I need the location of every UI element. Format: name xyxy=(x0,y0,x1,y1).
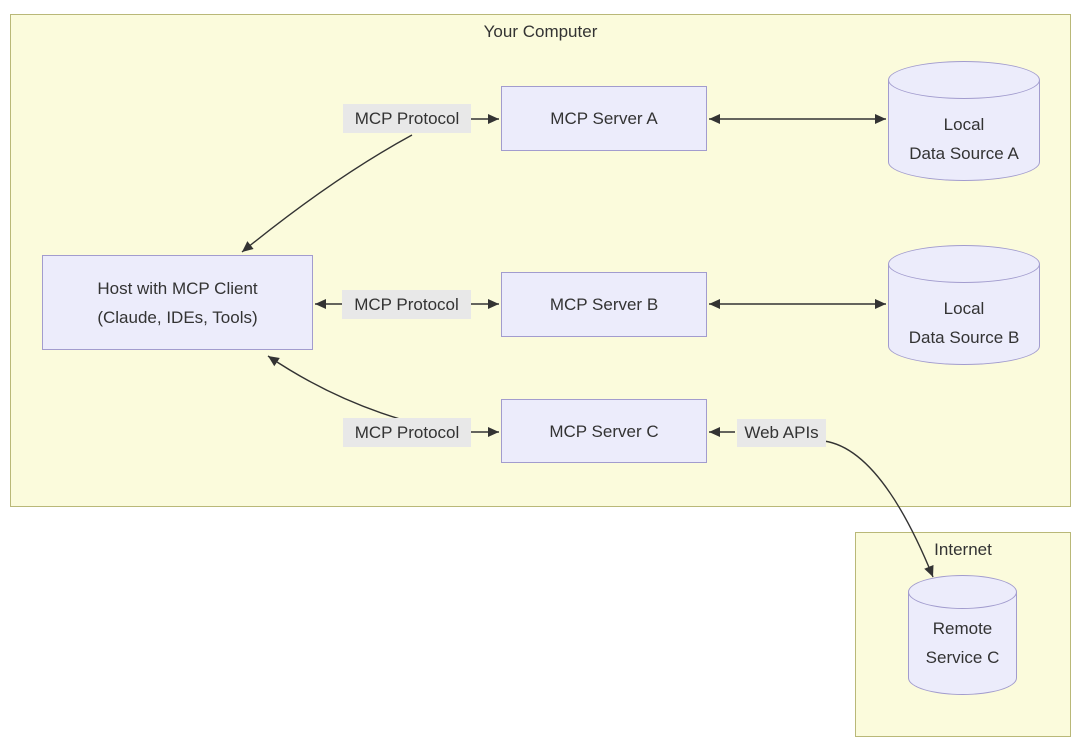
remote-service-c-line2: Service C xyxy=(925,648,1000,667)
edge-label-mcp-protocol-c: MCP Protocol xyxy=(343,418,471,447)
mcp-server-c-label: MCP Server C xyxy=(549,421,659,441)
local-datasource-b-line1: Local xyxy=(943,299,985,318)
edge-protocol-a-to-host xyxy=(241,134,413,253)
local-datasource-a-line2: Data Source A xyxy=(909,144,1019,163)
local-datasource-a-cylinder: Local Data Source A xyxy=(888,61,1040,181)
cylinder-top-ellipse xyxy=(888,245,1040,283)
host-label-line2: (Claude, IDEs, Tools) xyxy=(97,307,258,327)
cylinder-body xyxy=(908,592,1017,695)
local-datasource-b-line2: Data Source B xyxy=(908,328,1020,347)
edge-protocol-c-to-host xyxy=(267,355,401,420)
edge-label-mcp-protocol-a: MCP Protocol xyxy=(343,104,471,133)
edge-label-web-apis: Web APIs xyxy=(737,419,826,447)
cylinder-top-ellipse xyxy=(888,61,1040,99)
local-datasource-a-line1: Local xyxy=(943,115,985,134)
mcp-server-a-label: MCP Server A xyxy=(550,109,658,128)
remote-service-c-line1: Remote xyxy=(932,619,993,638)
remote-service-c-cylinder: Remote Service C xyxy=(908,575,1017,695)
edge-webapis-to-remote-c xyxy=(823,440,934,578)
mcp-server-a-node: MCP Server A xyxy=(501,86,707,151)
edge-label-mcp-protocol-b: MCP Protocol xyxy=(342,290,471,319)
mcp-server-c-node: MCP Server C xyxy=(501,399,707,463)
host-label-line1: Host with MCP Client xyxy=(97,278,258,298)
mcp-server-b-node: MCP Server B xyxy=(501,272,707,337)
cylinder-body xyxy=(888,80,1040,181)
internet-title: Internet xyxy=(934,540,992,559)
your-computer-title: Your Computer xyxy=(483,22,598,41)
cylinder-top-ellipse xyxy=(908,575,1017,609)
local-datasource-b-cylinder: Local Data Source B xyxy=(888,245,1040,365)
mcp-server-b-label: MCP Server B xyxy=(549,295,659,314)
host-node: Host with MCP Client (Claude, IDEs, Tool… xyxy=(42,255,313,350)
internet-cluster: Internet xyxy=(855,532,1071,737)
